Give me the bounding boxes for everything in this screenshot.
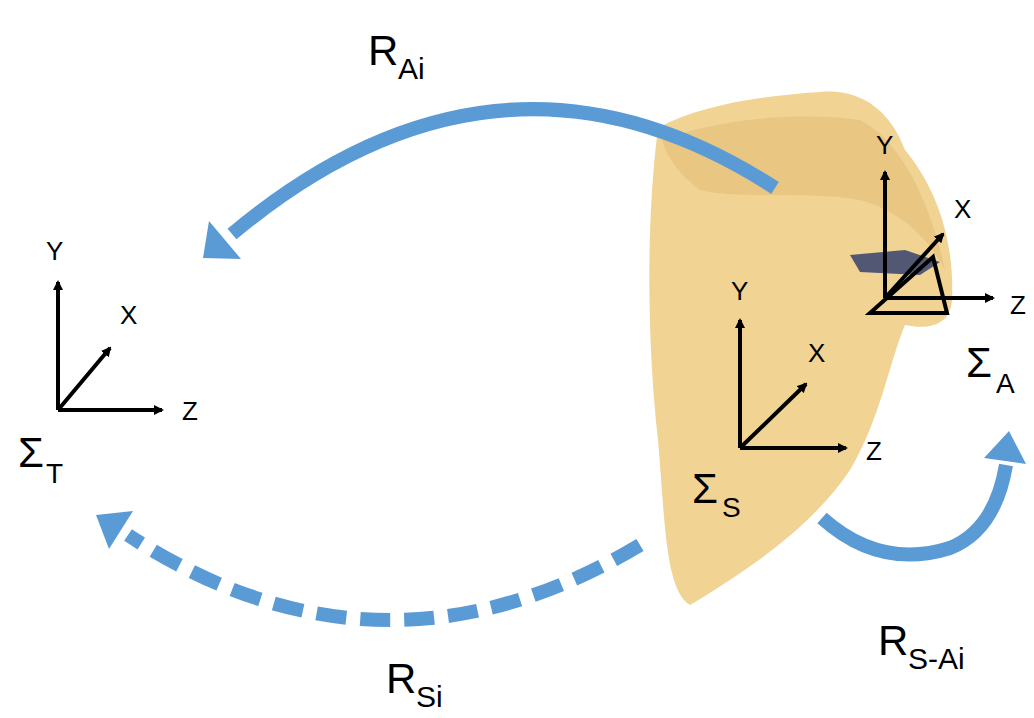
axis-label: Z	[866, 438, 882, 464]
matrix-symbol: R	[386, 658, 416, 700]
matrix-subscript: Si	[416, 682, 443, 712]
frame-subscript: T	[46, 460, 63, 488]
matrix-symbol: R	[878, 620, 908, 662]
frame-symbol: Σ	[18, 432, 44, 474]
frame-A-axes	[870, 172, 993, 313]
matrix-symbol: R	[368, 30, 398, 72]
matrix-subscript: Ai	[398, 54, 425, 84]
axis-label: Y	[876, 132, 893, 158]
axis-label: Y	[46, 238, 63, 264]
frame-S-axes	[740, 320, 846, 448]
frame-subscript: S	[722, 494, 741, 522]
frame-subscript: A	[996, 370, 1015, 398]
axis-label: X	[954, 196, 971, 222]
frame-symbol: Σ	[692, 468, 718, 510]
frame-symbol: Σ	[966, 342, 992, 384]
rotation-arrow	[822, 431, 1026, 555]
rotation-arrow	[203, 109, 775, 259]
frame-T-axes	[58, 282, 162, 410]
axis-label: X	[120, 302, 137, 328]
axis-label: Z	[1010, 292, 1026, 318]
scapula-spine	[662, 117, 945, 270]
matrix-subscript: S-Ai	[908, 644, 965, 674]
scapula-bone	[649, 92, 952, 605]
rotation-arrow-dashed	[96, 511, 640, 620]
axis-label: Z	[182, 398, 198, 424]
axis-label: X	[808, 340, 825, 366]
axis-label: Y	[731, 278, 748, 304]
